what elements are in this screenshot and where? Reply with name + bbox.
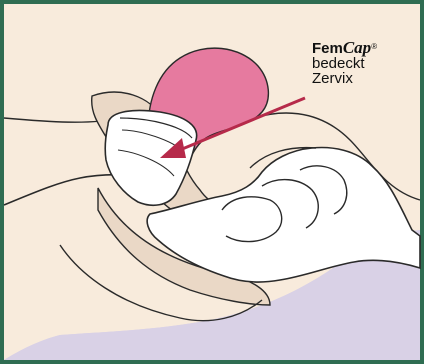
label-line-3: Zervix [312,71,377,86]
registered-mark: ® [371,42,377,51]
fem-cap-label: FemCap® bedeckt Zervix [312,40,377,86]
label-line-2: bedeckt [312,56,377,71]
brand-name: FemCap® [312,40,377,56]
